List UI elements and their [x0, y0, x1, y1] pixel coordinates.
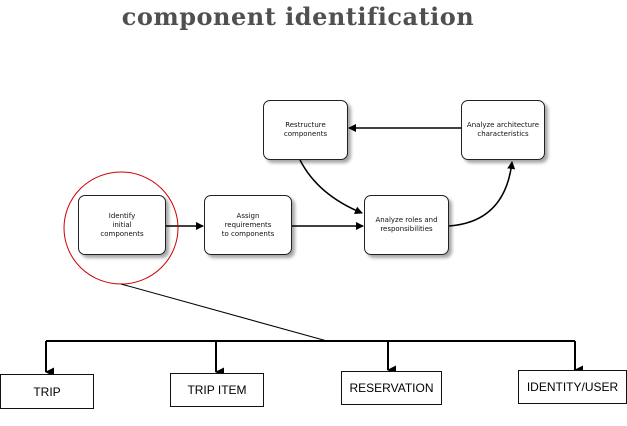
component-identity-user: IDENTITY/USER: [518, 370, 627, 404]
arrow-analyze-roles-to-analyze-arch: [448, 161, 516, 227]
component-trip: TRIP: [0, 374, 94, 409]
step-assign-requirements: Assign requirements to components: [204, 195, 292, 255]
component-reservation: RESERVATION: [341, 371, 442, 405]
step-restructure-components: Restructure components: [263, 100, 348, 160]
step-analyze-roles: Analyze roles and responsibilities: [364, 195, 449, 255]
component-trip-item: TRIP ITEM: [170, 373, 264, 407]
arrow-restructure-to-analyze-roles: [299, 159, 363, 215]
circle-to-tree-link: [120, 283, 328, 342]
step-identify-initial-components: Identify initial components: [78, 195, 166, 255]
step-analyze-architecture: Analyze architecture characteristics: [461, 100, 545, 160]
page-title: component identification: [121, 2, 475, 31]
